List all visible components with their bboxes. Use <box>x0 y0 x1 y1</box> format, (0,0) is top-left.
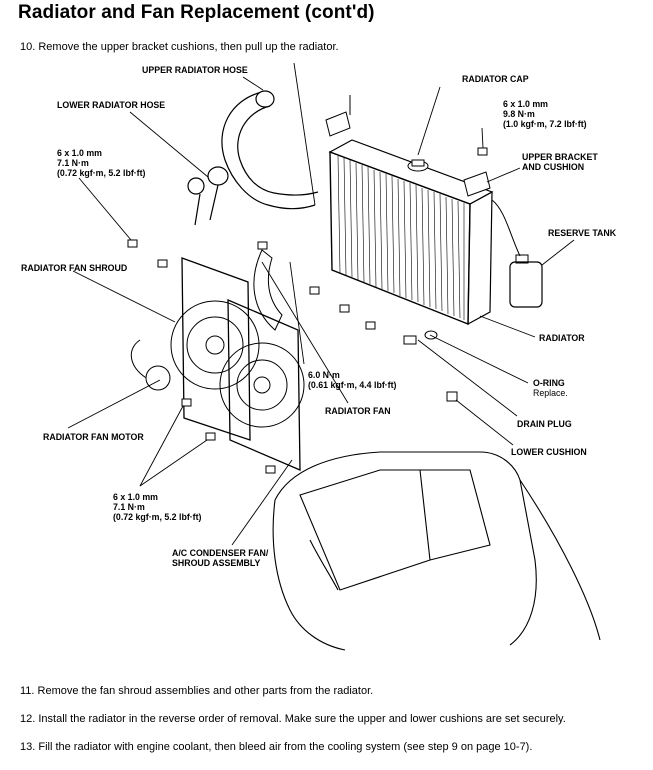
page-title: Radiator and Fan Replacement (cont'd) <box>18 2 375 23</box>
label-lower-radiator-hose: LOWER RADIATOR HOSE <box>57 100 166 110</box>
label-torque-upper-bracket: 6 x 1.0 mm 9.8 N·m (1.0 kgf·m, 7.2 lbf·f… <box>503 99 587 129</box>
torque-size: 6 x 1.0 mm <box>113 492 158 502</box>
label-upper-bracket-cushion: UPPER BRACKET AND CUSHION <box>522 152 598 172</box>
vehicle-front-body <box>272 451 601 651</box>
label-torque-shroud-top: 6 x 1.0 mm 7.1 N·m (0.72 kgf·m, 5.2 lbf·… <box>57 148 145 178</box>
label-line-2: AND CUSHION <box>522 162 585 172</box>
step-12-text: 12. Install the radiator in the reverse … <box>20 713 566 725</box>
torque-value: 7.1 N·m <box>57 158 89 168</box>
leader-lines <box>67 62 575 546</box>
label-radiator-fan: RADIATOR FAN <box>325 406 391 416</box>
step-13-text: 13. Fill the radiator with engine coolan… <box>20 741 533 753</box>
label-line-2: SHROUD ASSEMBLY <box>172 558 261 568</box>
torque-value-alt: (0.72 kgf·m, 5.2 lbf·ft) <box>57 168 146 178</box>
label-radiator-cap: RADIATOR CAP <box>462 74 529 84</box>
radiator-core <box>325 95 494 326</box>
bolts <box>127 147 488 474</box>
step-10-text: 10. Remove the upper bracket cushions, t… <box>20 41 339 53</box>
label-o-ring-name: O-RING <box>533 378 565 388</box>
label-radiator-fan-motor: RADIATOR FAN MOTOR <box>43 432 144 442</box>
label-lower-cushion: LOWER CUSHION <box>511 447 587 457</box>
label-radiator: RADIATOR <box>539 333 585 343</box>
label-o-ring: O-RING Replace. <box>533 378 568 398</box>
label-torque-radiator-fan: 6.0 N·m (0.61 kgf·m, 4.4 lbf·ft) <box>308 370 396 390</box>
torque-value: 7.1 N·m <box>113 502 145 512</box>
label-upper-radiator-hose: UPPER RADIATOR HOSE <box>142 65 248 75</box>
radiator-hoses <box>187 90 319 226</box>
label-line-1: UPPER BRACKET <box>522 152 598 162</box>
fan-shroud-assemblies <box>130 249 305 471</box>
torque-size: 6 x 1.0 mm <box>503 99 548 109</box>
torque-value-alt: (1.0 kgf·m, 7.2 lbf·ft) <box>503 119 587 129</box>
torque-value-alt: (0.72 kgf·m, 5.2 lbf·ft) <box>113 512 202 522</box>
step-11-text: 11. Remove the fan shroud assemblies and… <box>20 685 374 697</box>
label-line-1: A/C CONDENSER FAN/ <box>172 548 269 558</box>
torque-value: 9.8 N·m <box>503 109 535 119</box>
label-radiator-fan-shroud: RADIATOR FAN SHROUD <box>21 263 128 273</box>
label-reserve-tank: RESERVE TANK <box>548 228 617 238</box>
torque-value-alt: (0.61 kgf·m, 4.4 lbf·ft) <box>308 380 397 390</box>
label-o-ring-note: Replace. <box>533 388 568 398</box>
label-torque-fan-shroud-bottom: 6 x 1.0 mm 7.1 N·m (0.72 kgf·m, 5.2 lbf·… <box>113 492 201 522</box>
reserve-tank-and-drain <box>403 199 543 402</box>
label-ac-condenser-fan-shroud: A/C CONDENSER FAN/ SHROUD ASSEMBLY <box>172 548 268 568</box>
torque-value: 6.0 N·m <box>308 370 340 380</box>
label-drain-plug: DRAIN PLUG <box>517 419 572 429</box>
torque-size: 6 x 1.0 mm <box>57 148 102 158</box>
